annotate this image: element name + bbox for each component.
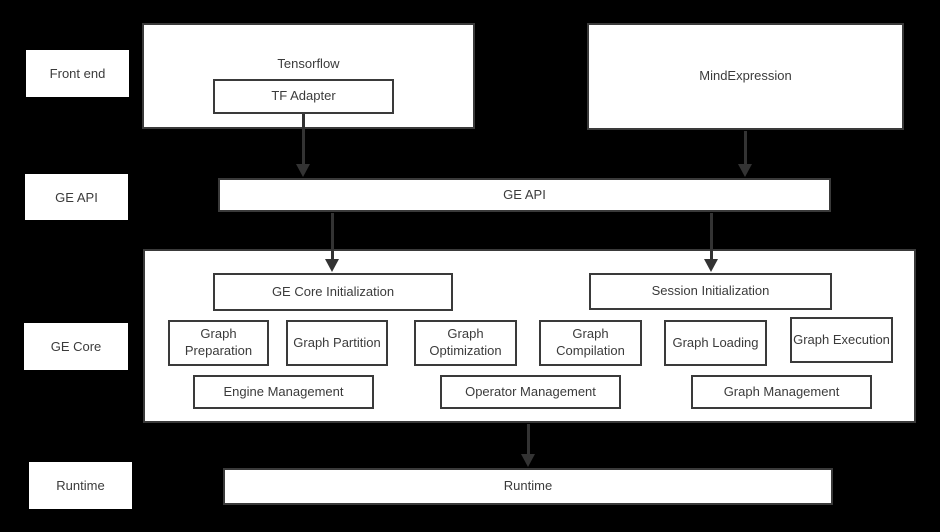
arrow-head-icon bbox=[325, 259, 339, 272]
ge-core-initialization-box: GE Core Initialization bbox=[213, 273, 453, 311]
session-initialization-box: Session Initialization bbox=[589, 273, 832, 310]
row-label-ge-api: GE API bbox=[25, 174, 128, 220]
row-label-ge-core: GE Core bbox=[24, 323, 128, 370]
arrow-ge-api-to-session-init bbox=[704, 213, 718, 272]
arrow-head-icon bbox=[521, 454, 535, 467]
tf-adapter-box: TF Adapter bbox=[213, 79, 394, 114]
engine-management-box: Engine Management bbox=[193, 375, 374, 409]
arrow-shaft bbox=[526, 424, 530, 454]
row-label-front-end: Front end bbox=[26, 50, 129, 97]
arrow-ge-core-to-runtime bbox=[521, 424, 535, 467]
tensorflow-title: Tensorflow bbox=[277, 56, 340, 71]
arrow-head-icon bbox=[738, 164, 752, 177]
arrow-shaft bbox=[301, 114, 305, 164]
graph-management-box: Graph Management bbox=[691, 375, 872, 409]
ge-api-bar: GE API bbox=[218, 178, 831, 212]
graph-compilation-box: Graph Compilation bbox=[539, 320, 642, 366]
runtime-bar: Runtime bbox=[223, 468, 833, 505]
arrow-shaft bbox=[709, 213, 713, 259]
arrow-head-icon bbox=[704, 259, 718, 272]
operator-management-box: Operator Management bbox=[440, 375, 621, 409]
graph-preparation-box: Graph Preparation bbox=[168, 320, 269, 366]
ge-core-box: GE Core Initialization Session Initializ… bbox=[143, 249, 916, 423]
arrow-ge-api-to-ge-core-init bbox=[325, 213, 339, 272]
graph-loading-box: Graph Loading bbox=[664, 320, 767, 366]
arrow-mindexpression-to-ge-api bbox=[738, 131, 752, 177]
row-label-runtime: Runtime bbox=[29, 462, 132, 509]
graph-execution-box: Graph Execution bbox=[790, 317, 893, 363]
graph-optimization-box: Graph Optimization bbox=[414, 320, 517, 366]
tensorflow-box: Tensorflow TF Adapter bbox=[142, 23, 475, 129]
arrow-head-icon bbox=[296, 164, 310, 177]
arrow-shaft bbox=[330, 213, 334, 259]
arrow-tf-adapter-to-ge-api bbox=[296, 114, 310, 177]
mindexpression-box: MindExpression bbox=[587, 23, 904, 130]
graph-partition-box: Graph Partition bbox=[286, 320, 388, 366]
arrow-shaft bbox=[743, 131, 747, 164]
